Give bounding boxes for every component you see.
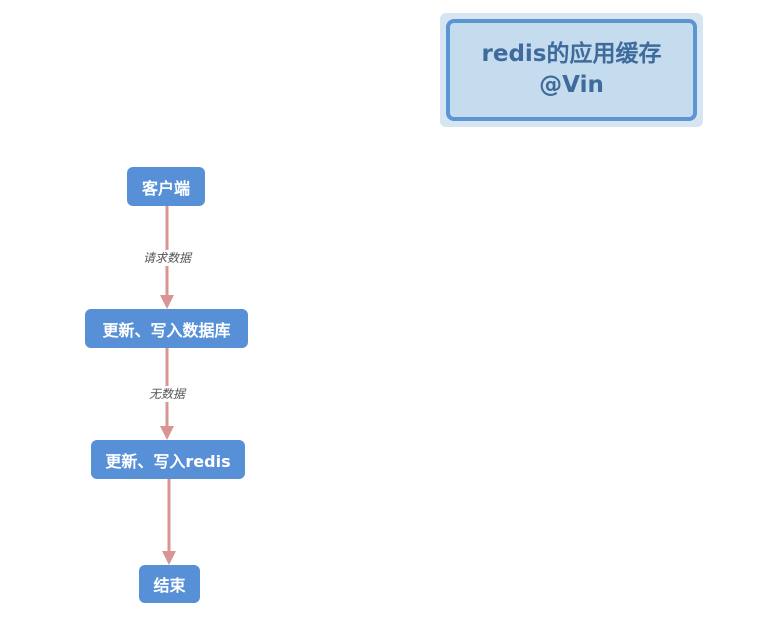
node-label: 客户端 [141, 178, 190, 198]
diagram-title-box: redis的应用缓存 @Vin [440, 13, 703, 127]
edge-label-no-data: 无数据 [147, 386, 187, 402]
arrow-head-icon [162, 551, 176, 565]
node-update-database[interactable]: 更新、写入数据库 [85, 309, 248, 348]
node-end[interactable]: 结束 [139, 565, 200, 603]
node-label: 更新、写入redis [105, 451, 231, 471]
diagram-title-line2: @Vin [539, 72, 604, 98]
arrow-head-icon [160, 426, 174, 440]
node-update-redis[interactable]: 更新、写入redis [91, 440, 245, 479]
edge-label-request-data: 请求数据 [141, 250, 193, 266]
node-label: 结束 [153, 576, 186, 595]
diagram-title-line1: redis的应用缓存 [481, 41, 662, 67]
arrow-head-icon [160, 295, 174, 309]
edge-update-redis-to-end [162, 479, 176, 565]
node-label: 更新、写入数据库 [102, 320, 231, 340]
diagram-title: redis的应用缓存 @Vin [446, 19, 697, 121]
node-client[interactable]: 客户端 [127, 167, 205, 206]
